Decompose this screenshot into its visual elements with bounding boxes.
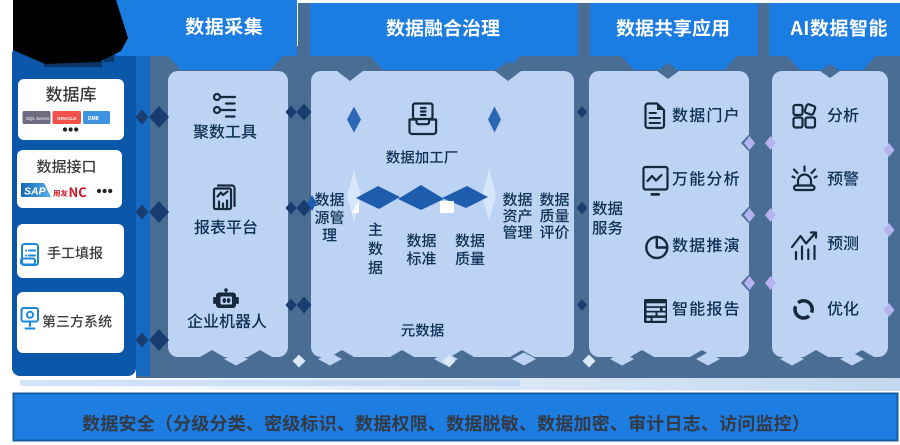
svg-text:SAP: SAP	[24, 186, 47, 198]
svg-text:DM8: DM8	[88, 116, 99, 122]
svg-text:ORACLE: ORACLE	[57, 116, 76, 121]
svg-text:SQL Server: SQL Server	[26, 116, 50, 121]
